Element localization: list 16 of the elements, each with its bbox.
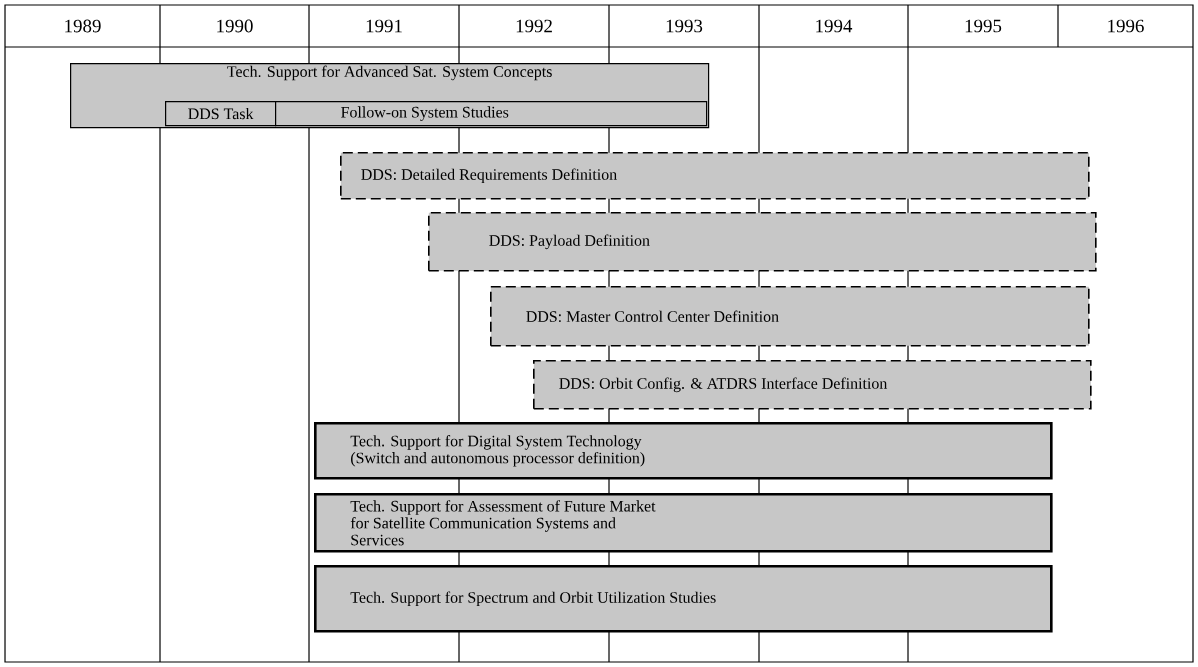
year-label: 1989	[65, 19, 101, 33]
task-bar: Tech. Support for Digital System Technology (Switch and autonomous processor definition)	[314, 422, 1053, 480]
task-bar: DDS: Detailed Requirements Definition	[340, 152, 1090, 200]
year-label: 1993	[666, 19, 703, 33]
year-label: 1995	[965, 19, 1002, 33]
task-bar: Tech. Support for Assessment of Future Market for Satellite Communication Systems and Services	[314, 493, 1053, 553]
year-label: 1994	[816, 19, 853, 33]
year-label: 1992	[516, 19, 552, 33]
task-bar: Tech. Support for Spectrum and Orbit Utilization Studies	[314, 565, 1053, 633]
year-label: 1991	[366, 19, 402, 33]
task-bar: DDS: Payload Definition	[428, 212, 1097, 272]
task-bar: DDS: Orbit Config. & ATDRS Interface Definition	[533, 360, 1092, 410]
year-label: 1990	[217, 19, 253, 33]
year-label: 1996	[1108, 19, 1144, 33]
task-bar: DDS: Master Control Center Definition	[490, 286, 1090, 347]
subtask-bar: DDS Task	[165, 101, 277, 127]
